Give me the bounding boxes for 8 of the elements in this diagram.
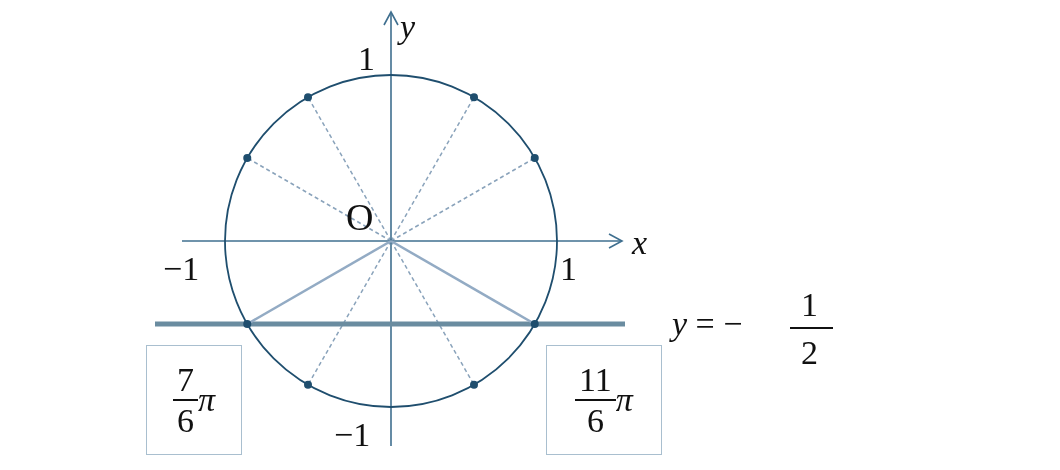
fraction-denominator: 2 [801, 336, 818, 370]
axis-label: x [632, 226, 648, 260]
tick-label: −1 [334, 418, 371, 452]
fraction-numerator: 1 [801, 288, 818, 322]
origin-label: O [346, 198, 374, 236]
tick-label: 1 [358, 42, 375, 76]
tick-label: 1 [560, 252, 577, 286]
tick-label: −1 [163, 252, 200, 286]
